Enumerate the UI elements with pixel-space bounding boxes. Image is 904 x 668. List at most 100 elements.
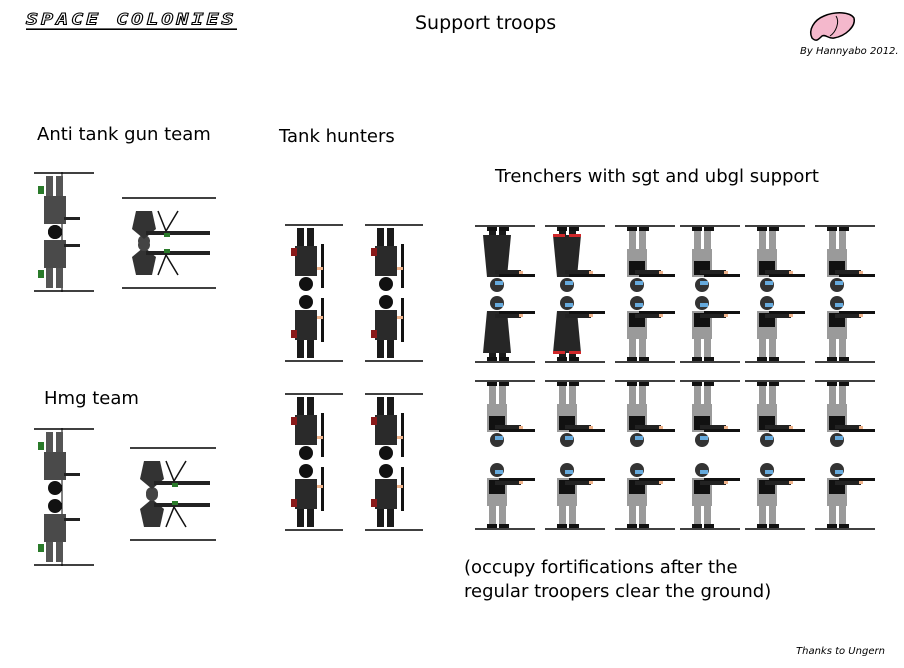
hand [317, 436, 323, 439]
goggles [765, 303, 773, 307]
coat-trim [553, 234, 565, 237]
leg [839, 504, 846, 526]
torso [375, 310, 397, 340]
goggles [700, 470, 708, 474]
hand [317, 316, 323, 319]
sprite-inverted [483, 227, 535, 292]
satchel-charge [291, 330, 297, 338]
tripod-leg [165, 254, 179, 276]
tripod-leg [165, 210, 179, 232]
leg [307, 338, 314, 358]
boot [692, 227, 702, 231]
sprite-upright [827, 296, 875, 361]
rocket-launcher [321, 244, 324, 288]
gun-sight [172, 483, 178, 487]
leg [639, 229, 646, 251]
arm [635, 270, 661, 274]
hand [589, 314, 593, 317]
pistol-arm [64, 244, 80, 247]
satchel-charge [371, 499, 377, 507]
leg [759, 337, 766, 359]
sprite-upright [483, 296, 535, 361]
leg [569, 504, 576, 526]
arm [635, 314, 661, 318]
arm [835, 481, 861, 485]
rifle [639, 478, 675, 481]
goggles [565, 470, 573, 474]
leg [297, 338, 304, 358]
arm [495, 425, 521, 429]
hand [317, 267, 323, 270]
sprite-upright [291, 295, 324, 358]
boot [557, 227, 567, 231]
boot [839, 382, 849, 386]
boot [769, 357, 779, 361]
leg [387, 228, 394, 248]
goggles [835, 470, 843, 474]
sprite-upright [692, 296, 740, 361]
hand [659, 426, 663, 429]
heading-tank-hunters: Tank hunters [279, 126, 395, 147]
helmet [299, 277, 313, 291]
trencher-sprite [545, 225, 605, 363]
sprite-upright [371, 295, 404, 358]
leg [569, 384, 576, 406]
leg [297, 228, 304, 248]
arm [495, 314, 521, 318]
sprite-upright [557, 463, 605, 528]
leg [377, 397, 384, 417]
sprite-upright [371, 464, 404, 527]
tank-hunter-sprite [365, 393, 423, 531]
boot [827, 357, 837, 361]
trenchers-note: (occupy fortifications after the regular… [464, 556, 771, 604]
torso [295, 310, 317, 340]
thanks-text: Thanks to Ungern [796, 646, 885, 657]
hand [789, 426, 793, 429]
arm [495, 270, 521, 274]
leg [499, 384, 506, 406]
leg [769, 229, 776, 251]
hand [659, 481, 663, 484]
helmet [299, 446, 313, 460]
rocket-launcher [321, 298, 324, 342]
goggles [635, 303, 643, 307]
boot [569, 357, 579, 361]
ammo-box [38, 442, 44, 450]
pink-hand-signature-icon [810, 12, 855, 41]
boot [757, 357, 767, 361]
leg [387, 507, 394, 527]
boot [627, 382, 637, 386]
trencher-sprite [815, 225, 875, 363]
rocket-launcher [321, 413, 324, 457]
leg [307, 507, 314, 527]
pistol-arm [64, 217, 80, 220]
hand [724, 426, 728, 429]
boot [569, 382, 579, 386]
boot [639, 382, 649, 386]
leg [46, 176, 53, 198]
hand [397, 485, 403, 488]
sprite-inverted [132, 210, 210, 251]
leg [769, 384, 776, 406]
boot [499, 227, 509, 231]
goggles [495, 281, 503, 285]
hand [519, 271, 523, 274]
sprite-inverted [291, 397, 324, 460]
goggles [565, 281, 573, 285]
boot [692, 382, 702, 386]
gun-sight [172, 501, 178, 505]
boot [769, 227, 779, 231]
leg [377, 338, 384, 358]
sprite-inverted [140, 460, 210, 501]
sprite-inverted [757, 382, 805, 447]
rifle [839, 274, 875, 277]
rifle [639, 311, 675, 314]
goggles [635, 281, 643, 285]
heading-hmg-team: Hmg team [44, 388, 139, 409]
satchel-charge [291, 499, 297, 507]
ammo-box [38, 270, 44, 278]
leg [759, 229, 766, 251]
arm [565, 481, 591, 485]
rifle [499, 311, 535, 314]
sprite-inverted [291, 228, 324, 291]
